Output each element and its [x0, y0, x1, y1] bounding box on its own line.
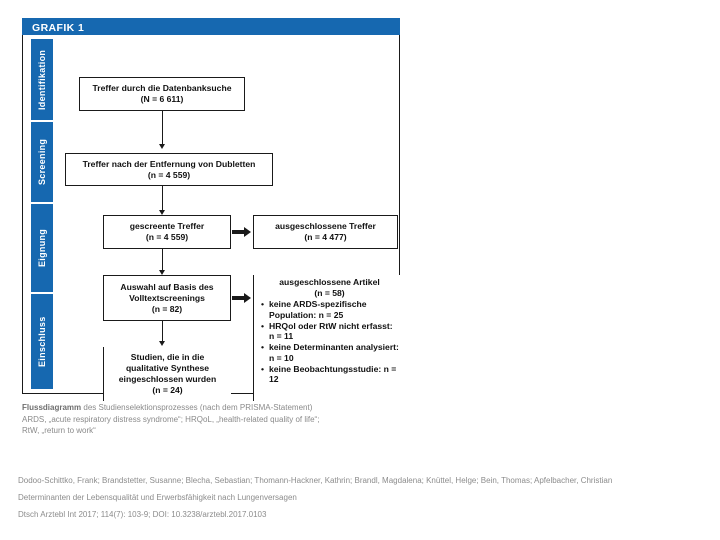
connector-line [232, 230, 245, 234]
node-records-identified: Treffer durch die Datenbanksuche (N = 6 … [79, 77, 245, 111]
node-records-screened: gescreente Treffer (n = 4 559) [103, 215, 231, 249]
node-text: gescreente Treffer [129, 221, 205, 231]
list-item: keine Determinanten analysiert: n = 10 [261, 342, 399, 363]
stage-tab-label: Identifikation [37, 49, 47, 110]
caption-line-3: RtW, „return to work“ [22, 426, 96, 435]
bibliography-authors: Dodoo-Schittko, Frank; Brandstetter, Sus… [18, 476, 613, 485]
caption-title-rest: des Studienselektionsprozesses (nach dem… [81, 403, 313, 412]
figure-header-bar: GRAFIK 1 [22, 18, 400, 35]
connector-arrowhead-icon [244, 293, 251, 303]
stage-tab-identifikation: Identifikation [31, 39, 53, 120]
node-text: Studien, die in die [130, 352, 205, 362]
node-count: (n = 4 477) [304, 232, 347, 242]
bibliography-citation: Dtsch Arztebl Int 2017; 114(7): 103-9; D… [18, 510, 267, 519]
connector-arrowhead-icon [158, 144, 165, 149]
node-text: Auswahl auf Basis des [120, 281, 214, 292]
list-item: keine Beobachtungsstudie: n = 12 [261, 364, 399, 385]
connector-line [162, 186, 163, 210]
node-count: (n = 24) [152, 385, 183, 395]
node-count: (n = 4 559) [145, 232, 189, 242]
caption-title: Flussdiagramm [22, 403, 82, 412]
figure-panel: GRAFIK 1 Identifikation Screening Eignun… [22, 18, 401, 401]
caption-line-2: ARDS, „acute respiratory distress syndro… [22, 414, 320, 424]
node-text: ausgeschlossene Artikel [279, 277, 380, 287]
connector-arrowhead-icon [158, 210, 165, 215]
bibliography-article-title: Determinanten der Lebensqualität und Erw… [18, 493, 297, 502]
stage-tab-label: Eignung [37, 228, 47, 268]
node-count: (n = 82) [151, 303, 183, 314]
node-included-in-synthesis: Studien, die in die qualitative Synthese… [103, 347, 231, 401]
node-text: ausgeschlossene Treffer [275, 221, 376, 231]
prisma-flow-diagram: Identifikation Screening Eignung Einschl… [22, 35, 401, 401]
list-item: keine ARDS-spezifische Population: n = 2… [261, 299, 399, 320]
node-articles-excluded: ausgeschlossene Artikel (n = 58) keine A… [253, 275, 401, 401]
node-text: eingeschlossen wurden [118, 374, 217, 384]
node-after-duplicates-removed: Treffer nach der Entfernung von Dublette… [65, 153, 273, 186]
node-count: (n = 58) [314, 287, 345, 298]
bibliography-block: Dodoo-Schittko, Frank; Brandstetter, Sus… [18, 472, 708, 523]
connector-line [162, 249, 163, 270]
connector-line [162, 321, 163, 341]
connector-arrowhead-icon [158, 341, 165, 346]
node-text: Volltextscreenings [129, 292, 205, 303]
stage-tab-label: Einschluss [37, 316, 47, 367]
connector-arrowhead-icon [158, 270, 165, 275]
node-fulltext-assessed: Auswahl auf Basis des Volltextscreenings… [103, 275, 231, 321]
exclusion-reason-list: keine ARDS-spezifische Population: n = 2… [260, 299, 399, 385]
list-item: HRQol oder RtW nicht erfasst: n = 11 [261, 321, 399, 342]
node-text: Treffer durch die Datenbanksuche [92, 83, 232, 93]
connector-line [162, 111, 163, 144]
stage-tab-label: Screening [37, 138, 47, 186]
node-text: qualitative Synthese [125, 363, 210, 373]
node-text: Treffer nach der Entfernung von Dublette… [82, 158, 256, 169]
connector-line [232, 296, 245, 300]
node-records-excluded: ausgeschlossene Treffer (n = 4 477) [253, 215, 398, 249]
stage-tab-eignung: Eignung [31, 204, 53, 292]
node-count: (N = 6 611) [140, 94, 184, 104]
stage-tab-einschluss: Einschluss [31, 294, 53, 389]
figure-caption: Flussdiagramm des Studienselektionsproze… [22, 402, 402, 437]
figure-header-label: GRAFIK 1 [32, 22, 85, 34]
caption-line-1: Flussdiagramm des Studienselektionsproze… [22, 402, 402, 414]
connector-arrowhead-icon [244, 227, 251, 237]
stage-tab-screening: Screening [31, 122, 53, 202]
node-count: (n = 4 559) [147, 169, 191, 180]
